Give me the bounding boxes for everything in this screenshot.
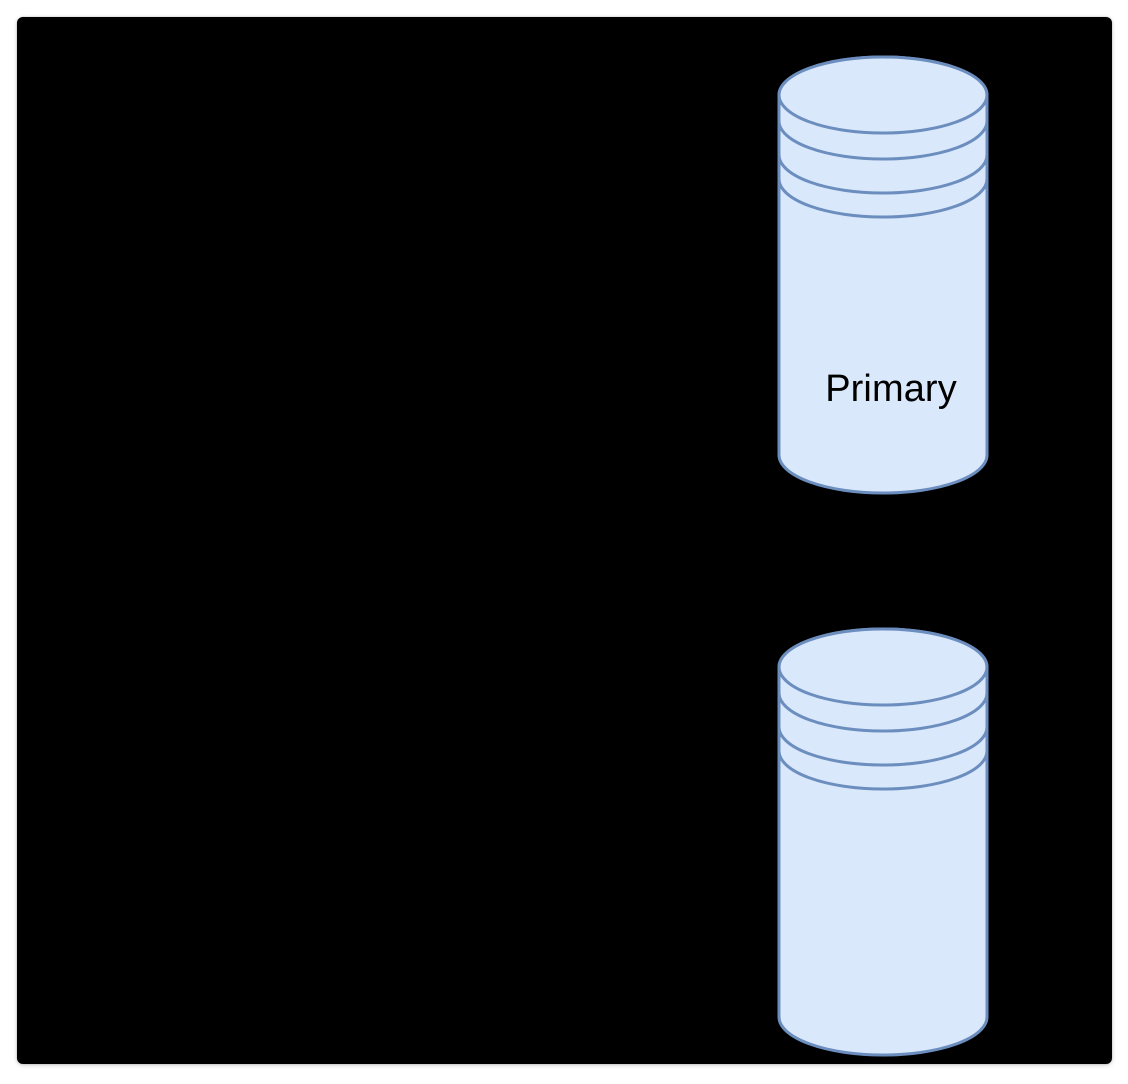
database-node-primary-2[interactable]: Primary	[760, 627, 1022, 1057]
database-node-primary-1[interactable]: Primary	[760, 55, 1022, 495]
diagram-canvas[interactable]: Primary Primary	[17, 17, 1112, 1064]
database-cylinder-icon	[777, 627, 989, 1057]
database-cylinder-icon	[777, 55, 989, 495]
